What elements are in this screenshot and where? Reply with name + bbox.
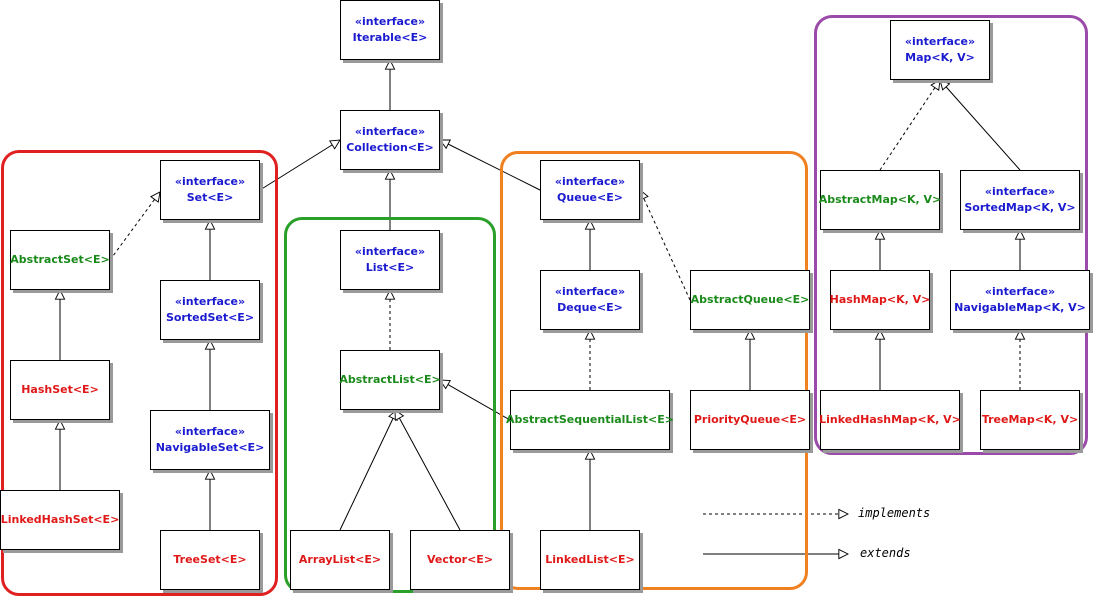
tree-map-label: TreeMap<K, V> — [981, 413, 1079, 426]
set-group-frame — [1, 150, 278, 596]
set-interface-box[interactable]: «interface» Set<E> — [160, 160, 260, 220]
tree-map-class-box[interactable]: TreeMap<K, V> — [980, 390, 1080, 450]
extends-edge-vector-to-abstract-list — [395, 410, 461, 531]
extends-edge-abstract-sequential-list-to-abstract-list — [440, 380, 511, 421]
abstract-list-label: AbstractList<E> — [339, 373, 441, 386]
hash-set-label: HashSet<E> — [21, 383, 99, 396]
stereotype-label: «interface» — [984, 185, 1056, 198]
linked-list-class-box[interactable]: LinkedList<E> — [540, 530, 640, 590]
linked-hash-set-class-box[interactable]: LinkedHashSet<E> — [0, 490, 120, 550]
set-label: Set<E> — [186, 191, 234, 204]
collection-interface-box[interactable]: «interface» Collection<E> — [340, 110, 440, 170]
queue-interface-box[interactable]: «interface» Queue<E> — [540, 160, 640, 220]
linked-hash-map-class-box[interactable]: LinkedHashMap<K, V> — [819, 390, 961, 450]
collection-label: Collection<E> — [346, 141, 434, 154]
navigable-set-interface-box[interactable]: «interface» NavigableSet<E> — [150, 410, 270, 470]
extends-edge-set-to-collection — [259, 140, 340, 191]
extends-edge-queue-to-collection — [440, 140, 541, 191]
abstract-sequential-list-class-box[interactable]: AbstractSequentialList<E> — [506, 390, 674, 450]
map-interface-box[interactable]: «interface» Map<K, V> — [890, 20, 990, 80]
stereotype-label: «interface» — [904, 35, 976, 48]
sorted-set-interface-box[interactable]: «interface» SortedSet<E> — [160, 280, 260, 340]
abstract-map-class-box[interactable]: AbstractMap<K, V> — [818, 170, 942, 230]
priority-queue-label: PriorityQueue<E> — [693, 413, 807, 426]
deque-label: Deque<E> — [557, 301, 623, 314]
abstract-set-class-box[interactable]: AbstractSet<E> — [10, 230, 110, 290]
legend — [703, 514, 848, 554]
vector-label: Vector<E> — [426, 553, 494, 566]
list-label: List<E> — [365, 261, 415, 274]
extends-edge-sorted-map-to-map — [940, 80, 1021, 171]
stereotype-label: «interface» — [354, 245, 426, 258]
extends-edge-array-list-to-abstract-list — [339, 410, 397, 531]
linked-hash-map-label: LinkedHashMap<K, V> — [819, 413, 961, 426]
implements-edge-abstract-map-to-map — [879, 80, 940, 171]
sorted-set-label: SortedSet<E> — [165, 311, 255, 324]
queue-label: Queue<E> — [557, 191, 623, 204]
abstract-queue-class-box[interactable]: AbstractQueue<E> — [690, 270, 810, 330]
linked-list-label: LinkedList<E> — [545, 553, 635, 566]
stereotype-label: «interface» — [174, 175, 246, 188]
legend-extends-label: extends — [860, 546, 911, 560]
list-group-frame — [284, 217, 496, 593]
sorted-map-label: SortedMap<K, V> — [964, 201, 1076, 214]
stereotype-label: «interface» — [354, 15, 426, 28]
stereotype-label: «interface» — [354, 125, 426, 138]
iterable-interface-box[interactable]: «interface» Iterable<E> — [340, 0, 440, 60]
array-list-class-box[interactable]: ArrayList<E> — [290, 530, 390, 590]
sorted-map-interface-box[interactable]: «interface» SortedMap<K, V> — [960, 170, 1080, 230]
tree-set-label: TreeSet<E> — [173, 553, 247, 566]
vector-class-box[interactable]: Vector<E> — [410, 530, 510, 590]
stereotype-label: «interface» — [554, 175, 626, 188]
navigable-map-interface-box[interactable]: «interface» NavigableMap<K, V> — [950, 270, 1090, 330]
map-label: Map<K, V> — [905, 51, 975, 64]
linked-hash-set-label: LinkedHashSet<E> — [0, 513, 120, 526]
navigable-set-label: NavigableSet<E> — [155, 441, 265, 454]
map-group-frame — [814, 15, 1088, 455]
hash-set-class-box[interactable]: HashSet<E> — [10, 360, 110, 420]
implements-edge-abstract-set-to-set — [109, 192, 160, 261]
abstract-set-label: AbstractSet<E> — [10, 253, 110, 266]
deque-interface-box[interactable]: «interface» Deque<E> — [540, 270, 640, 330]
abstract-queue-label: AbstractQueue<E> — [690, 293, 810, 306]
legend-implements-label: implements — [858, 506, 931, 520]
queue-group-frame — [500, 151, 808, 590]
hash-map-class-box[interactable]: HashMap<K, V> — [830, 270, 930, 330]
stereotype-label: «interface» — [174, 425, 246, 438]
abstract-list-class-box[interactable]: AbstractList<E> — [339, 350, 441, 410]
tree-set-class-box[interactable]: TreeSet<E> — [160, 530, 260, 590]
array-list-label: ArrayList<E> — [298, 553, 382, 566]
implements-edge-abstract-queue-to-queue — [640, 190, 691, 301]
abstract-map-label: AbstractMap<K, V> — [818, 193, 942, 206]
hash-map-label: HashMap<K, V> — [829, 293, 931, 306]
edges-layer — [60, 60, 1021, 531]
navigable-map-label: NavigableMap<K, V> — [954, 301, 1086, 314]
stereotype-label: «interface» — [984, 285, 1056, 298]
priority-queue-class-box[interactable]: PriorityQueue<E> — [690, 390, 810, 450]
iterable-label: Iterable<E> — [352, 31, 428, 44]
stereotype-label: «interface» — [174, 295, 246, 308]
abstract-sequential-list-label: AbstractSequentialList<E> — [506, 413, 674, 426]
stereotype-label: «interface» — [554, 285, 626, 298]
list-interface-box[interactable]: «interface» List<E> — [340, 230, 440, 290]
